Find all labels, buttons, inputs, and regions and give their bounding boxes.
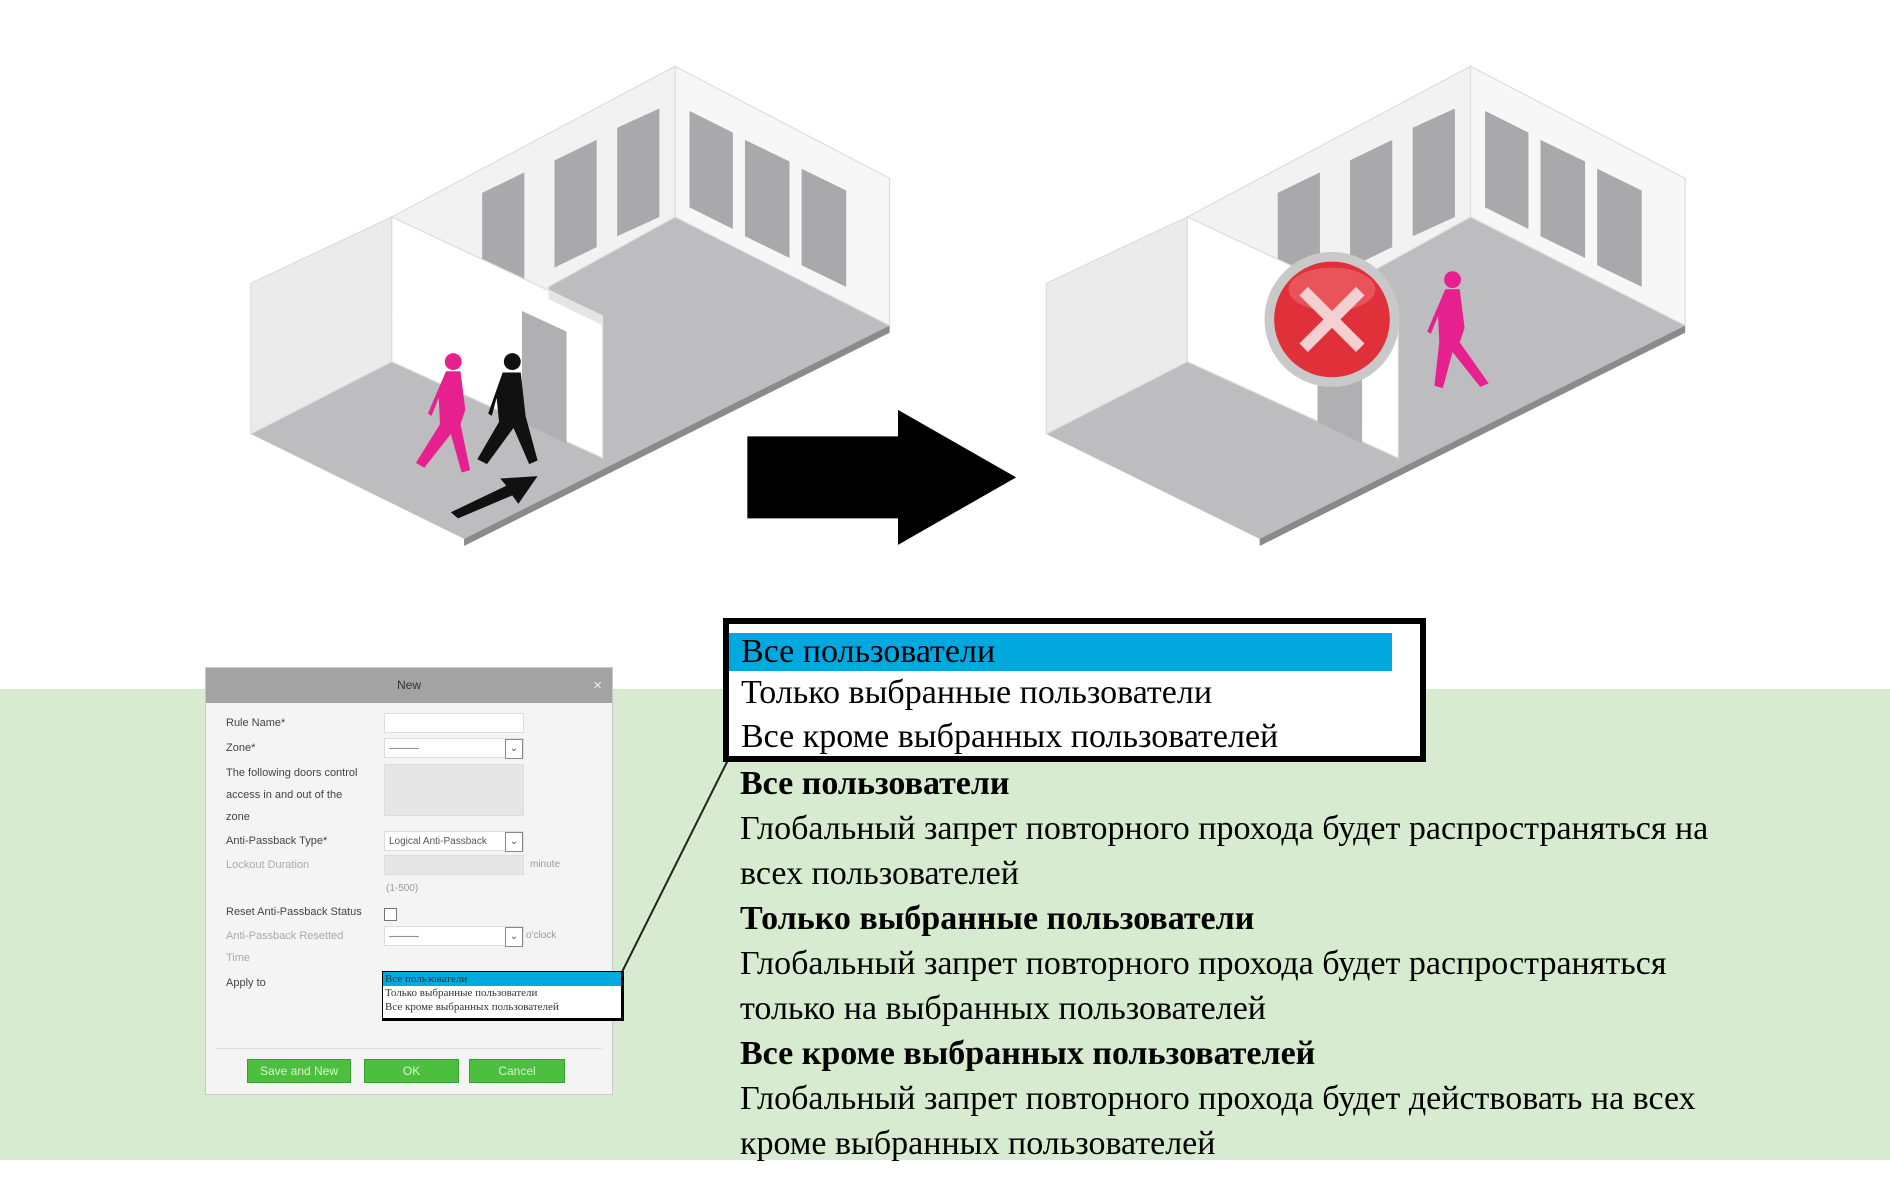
description-text: кроме выбранных пользователей bbox=[740, 1125, 1216, 1162]
description-text: Глобальный запрет повторного прохода буд… bbox=[740, 945, 1667, 982]
access-denied-icon bbox=[1264, 251, 1400, 387]
reset-status-label: Reset Anti-Passback Status bbox=[226, 906, 362, 918]
description-text: Глобальный запрет повторного прохода буд… bbox=[740, 810, 1709, 847]
apply-to-dropdown[interactable]: Все пользователи Только выбранные пользо… bbox=[382, 971, 624, 1021]
reset-time-value: ——— bbox=[389, 931, 419, 942]
doors-label-2: access in and out of the bbox=[226, 789, 343, 801]
zone-select[interactable]: ——— ⌄ bbox=[384, 738, 524, 759]
dropdown-option[interactable]: Все кроме выбранных пользователей bbox=[741, 718, 1279, 755]
reset-time-select[interactable]: ——— ⌄ bbox=[384, 926, 524, 947]
illustration bbox=[250, 65, 1686, 547]
dropdown-option[interactable]: Только выбранные пользователи bbox=[741, 674, 1213, 711]
apb-type-value: Logical Anti-Passback bbox=[389, 836, 487, 847]
rule-name-input[interactable] bbox=[384, 713, 524, 733]
apply-option[interactable]: Все кроме выбранных пользователей bbox=[385, 1001, 559, 1013]
lockout-label: Lockout Duration bbox=[226, 859, 310, 871]
chevron-down-icon: ⌄ bbox=[505, 739, 523, 759]
description-title: Только выбранные пользователи bbox=[740, 900, 1255, 937]
description-title: Все пользователи bbox=[740, 765, 1010, 802]
dropdown-option-selected[interactable]: Все пользователи bbox=[729, 633, 1392, 671]
dialog-title: New bbox=[396, 678, 421, 692]
big-arrow-icon bbox=[747, 409, 1017, 545]
divider bbox=[216, 1048, 602, 1049]
lockout-input[interactable] bbox=[384, 855, 524, 875]
save-and-new-button[interactable]: Save and New bbox=[247, 1059, 351, 1083]
person-female-icon bbox=[1427, 271, 1489, 389]
apply-option[interactable]: Все пользователи bbox=[383, 972, 621, 986]
new-rule-dialog: New × Rule Name* Zone* ——— ⌄ The followin… bbox=[205, 667, 624, 1095]
apply-to-label: Apply to bbox=[226, 977, 266, 989]
person-female-icon bbox=[415, 353, 471, 473]
reset-status-checkbox[interactable] bbox=[384, 908, 397, 921]
apb-type-label: Anti-Passback Type* bbox=[226, 835, 328, 847]
lockout-unit: minute bbox=[530, 859, 561, 870]
chevron-down-icon: ⌄ bbox=[505, 832, 523, 852]
option-descriptions: Все пользователи Глобальный запрет повто… bbox=[740, 761, 1860, 1166]
apb-type-select[interactable]: Logical Anti-Passback ⌄ bbox=[384, 831, 524, 852]
chevron-down-icon: ⌄ bbox=[505, 927, 523, 947]
dialog-title-bar: New × bbox=[206, 668, 612, 703]
doors-label-3: zone bbox=[226, 811, 250, 823]
room-before bbox=[250, 65, 891, 547]
reset-time-label-2: Time bbox=[226, 952, 251, 964]
description-text: только на выбранных пользователей bbox=[740, 990, 1267, 1027]
description-text: всех пользователей bbox=[740, 855, 1019, 892]
person-male-icon bbox=[477, 353, 538, 465]
doors-list[interactable] bbox=[384, 764, 524, 816]
lockout-range: (1-500) bbox=[386, 883, 419, 894]
doors-label-1: The following doors control bbox=[226, 767, 358, 779]
reset-time-label-1: Anti-Passback Resetted bbox=[226, 930, 344, 942]
ok-button[interactable]: OK bbox=[364, 1059, 459, 1083]
cancel-button[interactable]: Cancel bbox=[469, 1059, 565, 1083]
apply-option[interactable]: Только выбранные пользователи bbox=[385, 987, 538, 999]
zone-label: Zone* bbox=[226, 742, 256, 754]
zone-value: ——— bbox=[389, 743, 419, 754]
close-icon[interactable]: × bbox=[593, 677, 602, 694]
description-title: Все кроме выбранных пользователей bbox=[740, 1035, 1316, 1072]
apply-to-dropdown-zoomed: Все пользователи Только выбранные пользо… bbox=[723, 618, 1426, 762]
direction-arrow-icon bbox=[450, 476, 538, 519]
rule-name-label: Rule Name* bbox=[226, 717, 286, 729]
reset-time-unit: o'clock bbox=[526, 930, 557, 941]
description-text: Глобальный запрет повторного прохода буд… bbox=[740, 1080, 1696, 1117]
